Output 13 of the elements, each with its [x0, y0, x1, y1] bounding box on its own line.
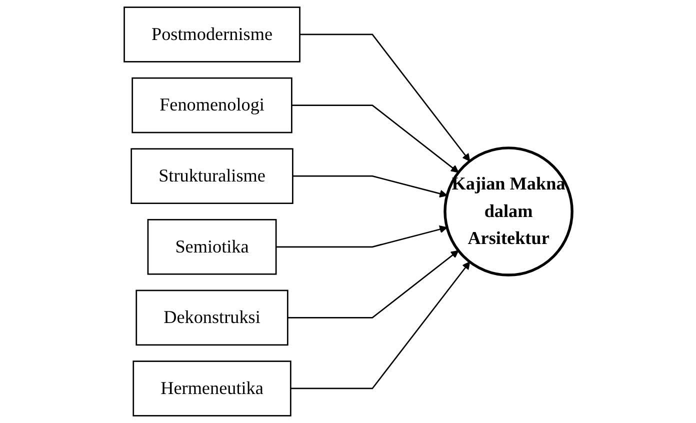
arrow: [290, 262, 470, 390]
arrow: [287, 250, 459, 318]
arrow: [292, 104, 459, 173]
node-box: Strukturalisme: [130, 148, 294, 204]
node-box: Fenomenologi: [131, 77, 292, 134]
node-box: Semiotika: [147, 218, 277, 275]
node-box: Dekonstruksi: [136, 290, 288, 346]
node-box: Hermeneutika: [132, 360, 292, 416]
arrow: [292, 175, 448, 198]
node-box: Postmodernisme: [123, 6, 300, 62]
arrow: [300, 34, 470, 162]
arrow: [276, 225, 448, 248]
node-circle: Kajian Makna dalam Arsitektur: [443, 146, 574, 276]
